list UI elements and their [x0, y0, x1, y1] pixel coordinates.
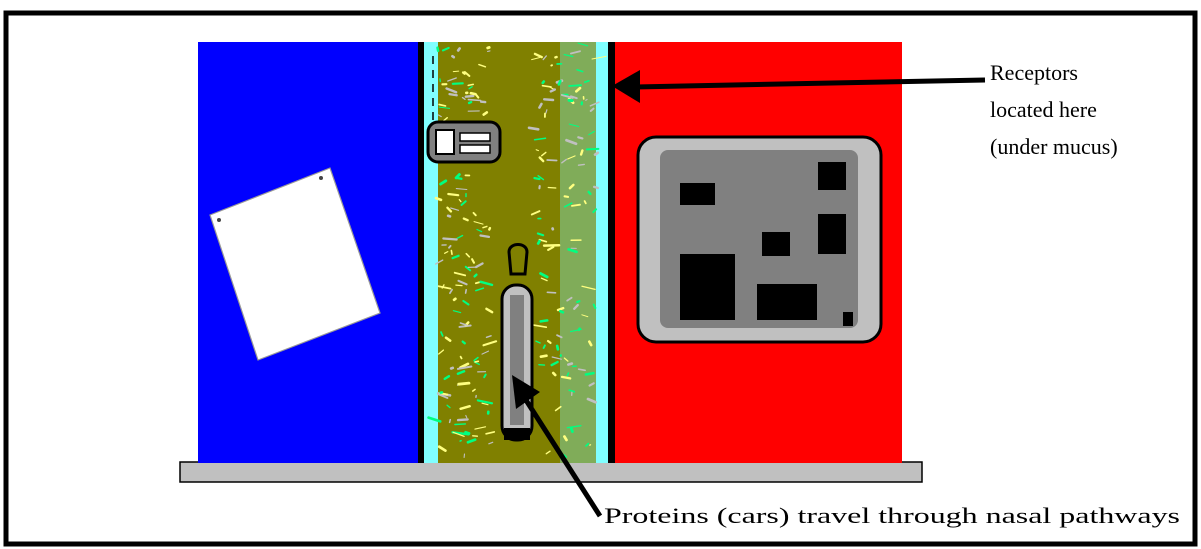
receptors-label-line-3: (under mucus) [990, 134, 1118, 159]
cilia-fiber [476, 282, 480, 283]
cilia-fiber [569, 85, 581, 86]
cilia-fiber [585, 201, 586, 203]
cilia-fiber [589, 342, 591, 346]
cilia-fiber [562, 377, 570, 379]
cilia-fiber [452, 56, 453, 57]
cilia-fiber [475, 361, 478, 362]
cilia-fiber [456, 285, 462, 286]
cilia-fiber [572, 205, 580, 206]
cilia-fiber [578, 137, 582, 138]
cilia-fiber [557, 346, 558, 349]
cilia-fiber [547, 292, 555, 293]
cilia-fiber [548, 341, 551, 343]
cilia-fiber [475, 275, 477, 277]
cilia-fiber [579, 164, 585, 165]
cilia-fiber [543, 82, 544, 83]
cilia-fiber [553, 373, 555, 375]
cilia-fiber [579, 369, 585, 370]
cilia-fiber [535, 178, 540, 179]
cilia-fiber [443, 239, 456, 240]
cilia-fiber [577, 301, 579, 302]
cilia-fiber [560, 311, 563, 312]
cilia-fiber [488, 51, 490, 52]
cilia-fiber [449, 246, 451, 248]
cilia-fiber [454, 299, 455, 300]
cilia-fiber [586, 99, 587, 100]
proteins-label: Proteins (cars) travel through nasal pat… [604, 503, 1180, 528]
cilia-fiber [586, 373, 594, 374]
receptors-label-line-1: Receptors [990, 60, 1078, 85]
cilia-fiber [488, 47, 490, 48]
cilia-fiber [450, 94, 457, 95]
receptors-label-line-2: located here [990, 97, 1097, 122]
cilia-fiber [466, 432, 469, 433]
cilia-fiber [559, 81, 560, 84]
cilia-fiber [448, 194, 458, 195]
cilia-fiber [595, 153, 598, 155]
cilia-fiber [464, 219, 468, 221]
cilia-fiber [489, 228, 490, 229]
cilia-fiber [481, 236, 489, 237]
cilia-fiber [544, 345, 545, 348]
cilia-fiber [448, 216, 450, 217]
cilia-fiber [565, 196, 568, 197]
cilia-fiber [451, 251, 452, 255]
window-icon [638, 137, 881, 342]
cilia-fiber [589, 192, 591, 194]
cilia-fiber [459, 383, 469, 384]
cilia-fiber [538, 241, 539, 243]
cilia-fiber [463, 342, 465, 344]
cilia-fiber [587, 149, 599, 150]
cilia-fiber [436, 198, 441, 200]
cilia-fiber [450, 420, 451, 423]
cilia-fiber [471, 93, 476, 94]
cilia-fiber [453, 71, 458, 72]
cilia-fiber [568, 364, 572, 365]
cilia-fiber [453, 83, 463, 84]
cilia-fiber [529, 128, 538, 130]
cilia-fiber [484, 375, 486, 378]
cilia-fiber [548, 188, 556, 189]
cilia-fiber [594, 187, 598, 188]
cilia-fiber [466, 96, 474, 97]
cilia-fiber [547, 160, 556, 161]
cilia-fiber [458, 419, 468, 420]
cilia-fiber [458, 49, 459, 51]
cilia-fiber [438, 48, 439, 51]
cilia-fiber [541, 320, 548, 321]
cilia-fiber [455, 424, 466, 425]
cilia-fiber [579, 329, 580, 330]
cilia-fiber [451, 368, 453, 369]
cilia-fiber [469, 102, 471, 103]
cilia-fiber [461, 357, 462, 359]
cilia-fiber [484, 112, 487, 114]
cilia-fiber [468, 84, 473, 85]
base-bar [180, 462, 922, 482]
cilia-fiber [581, 151, 582, 155]
cilia-fiber [468, 100, 480, 101]
cilia-fiber [571, 428, 572, 432]
cilia-fiber [466, 290, 467, 293]
cilia-fiber [544, 99, 553, 100]
cilia-fiber [564, 437, 566, 441]
cilia-fiber [541, 356, 547, 357]
